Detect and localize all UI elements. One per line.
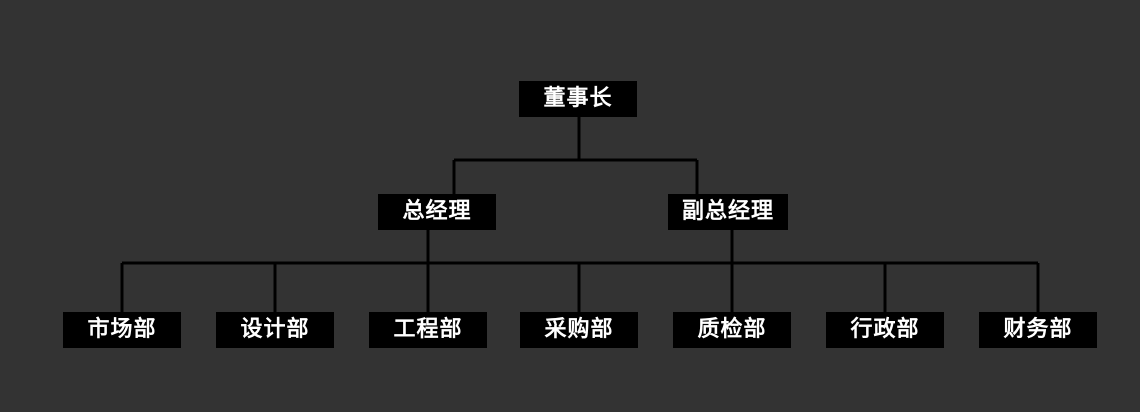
node-department-4: 采购部 — [520, 312, 638, 348]
node-department-5: 质检部 — [673, 312, 791, 348]
node-department-6: 行政部 — [826, 312, 944, 348]
node-department-3: 工程部 — [369, 312, 487, 348]
node-department-2: 设计部 — [216, 312, 334, 348]
node-department-1: 市场部 — [63, 312, 181, 348]
node-deputy-general-manager: 副总经理 — [668, 194, 788, 230]
node-chairman: 董事长 — [519, 81, 637, 117]
node-general-manager: 总经理 — [378, 194, 496, 230]
node-department-7: 财务部 — [979, 312, 1097, 348]
